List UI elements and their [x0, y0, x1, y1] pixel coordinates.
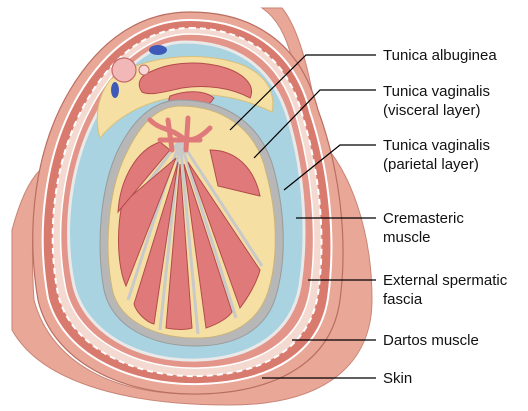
leader-lines	[229, 54, 376, 379]
label-tunica-vaginalis-parietal: Tunica vaginalis (parietal layer)	[383, 137, 494, 173]
leader-line-tunica-albuginea	[229, 54, 376, 131]
label-cremasteric-muscle: Cremasteric muscle	[383, 210, 468, 246]
lobule	[165, 163, 193, 330]
testicular-artery-bundle	[111, 57, 137, 83]
lobule	[133, 161, 179, 325]
leader-line-vaginalis-visceral	[253, 89, 376, 159]
lobule	[187, 161, 261, 310]
leader-line-vaginalis-parietal	[283, 144, 376, 191]
label-external-spermatic-fascia: External spermatic fascia	[383, 272, 511, 308]
rete-testis	[147, 115, 213, 153]
lobule	[183, 163, 233, 329]
seminiferous-lobules	[117, 141, 261, 330]
lobule	[209, 149, 261, 197]
label-tunica-albuginea: Tunica albuginea	[383, 47, 497, 64]
label-dartos-muscle: Dartos muscle	[383, 332, 479, 349]
label-tunica-vaginalis-visceral: Tunica vaginalis (visceral layer)	[383, 83, 494, 119]
pampiniform-vessel	[138, 64, 150, 76]
vein-icon	[111, 82, 119, 98]
spermatic-cord-vessels	[111, 45, 167, 98]
vein-icon	[149, 45, 167, 55]
label-skin: Skin	[383, 370, 412, 387]
